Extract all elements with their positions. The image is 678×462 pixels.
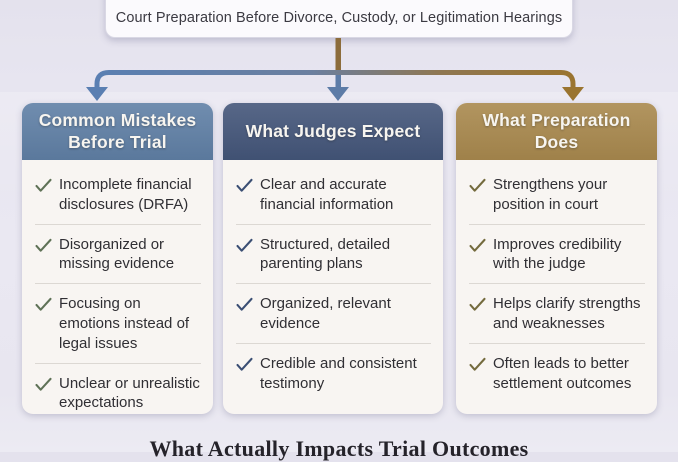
left-arrowhead-icon xyxy=(86,87,108,101)
item-divider xyxy=(469,283,645,285)
bottom-heading: What Actually Impacts Trial Outcomes xyxy=(149,436,529,461)
checkmark-icon xyxy=(35,178,52,192)
checkmark-icon xyxy=(35,377,52,391)
checkmark-icon xyxy=(469,357,486,371)
checkmark-icon xyxy=(469,298,486,311)
card-header: Common Mistakes Before Trial xyxy=(22,103,213,160)
list-item: Helps clarify strengths and weaknesses xyxy=(469,294,649,334)
checkmark-icon xyxy=(236,298,253,311)
list-item: Unclear or unrealistic expectations xyxy=(35,374,205,414)
item-divider xyxy=(35,362,201,364)
checkmark-icon xyxy=(236,238,253,252)
card-3: What Preparation Does Strengthens your p… xyxy=(456,103,657,414)
item-divider xyxy=(469,223,645,225)
item-text: Improves credibility with the judge xyxy=(493,235,622,273)
list-item: Incomplete financial disclosures (DRFA) xyxy=(35,175,205,215)
list-item: Often leads to better settlement outcome… xyxy=(469,354,649,394)
center-stem-bottom xyxy=(335,75,341,88)
center-stem-top xyxy=(335,38,341,75)
list-item: Focusing on emotions instead of legal is… xyxy=(35,294,205,353)
checkmark-icon xyxy=(469,178,486,192)
card-1: Common Mistakes Before Trial Incomplete … xyxy=(22,103,213,414)
item-divider xyxy=(469,342,645,344)
card-2: What Judges Expect Clear and accurate fi… xyxy=(223,103,443,414)
item-text: Focusing on emotions instead of legal is… xyxy=(59,295,190,352)
item-text: Unclear or unrealistic expectations xyxy=(59,374,200,412)
item-text: Helps clarify strengths and weaknesses xyxy=(493,295,641,332)
item-divider xyxy=(236,283,431,285)
item-divider xyxy=(35,223,201,225)
item-divider xyxy=(236,223,431,225)
list-item: Credible and consistent testimony xyxy=(236,354,435,394)
item-divider xyxy=(35,283,201,285)
list-item: Disorganized or missing evidence xyxy=(35,235,205,275)
page-title: Court Preparation Before Divorce, Custod… xyxy=(115,10,563,26)
list-item: Improves credibility with the judge xyxy=(469,235,649,275)
item-text: Incomplete financial disclosures (DRFA) xyxy=(59,176,192,213)
card-body: Incomplete financial disclosures (DRFA) D… xyxy=(22,160,213,414)
list-item: Organized, relevant evidence xyxy=(236,294,435,334)
item-text: Structured, detailed parenting plans xyxy=(260,235,391,273)
item-text: Often leads to better settlement outcome… xyxy=(493,354,632,392)
title-box: Court Preparation Before Divorce, Custod… xyxy=(105,0,573,38)
horizontal-branch-line xyxy=(94,70,576,87)
checkmark-icon xyxy=(469,238,486,252)
item-text: Credible and consistent testimony xyxy=(260,354,417,392)
item-text: Organized, relevant evidence xyxy=(260,295,391,332)
item-text: Strengthens your position in court xyxy=(493,176,608,213)
checkmark-icon xyxy=(35,238,52,252)
card-header: What Preparation Does xyxy=(456,103,657,160)
list-item: Structured, detailed parenting plans xyxy=(236,235,435,275)
card-body: Clear and accurate financial information… xyxy=(223,160,443,405)
checkmark-icon xyxy=(236,357,253,371)
list-item: Clear and accurate financial information xyxy=(236,175,435,215)
item-text: Clear and accurate financial information xyxy=(260,176,394,213)
checkmark-icon xyxy=(236,178,253,192)
item-text: Disorganized or missing evidence xyxy=(59,235,175,273)
card-header: What Judges Expect xyxy=(223,103,443,160)
checkmark-icon xyxy=(35,298,52,311)
right-arrowhead-icon xyxy=(562,87,584,101)
center-arrowhead-icon xyxy=(327,87,349,101)
list-item: Strengthens your position in court xyxy=(469,175,649,215)
item-divider xyxy=(236,342,431,344)
